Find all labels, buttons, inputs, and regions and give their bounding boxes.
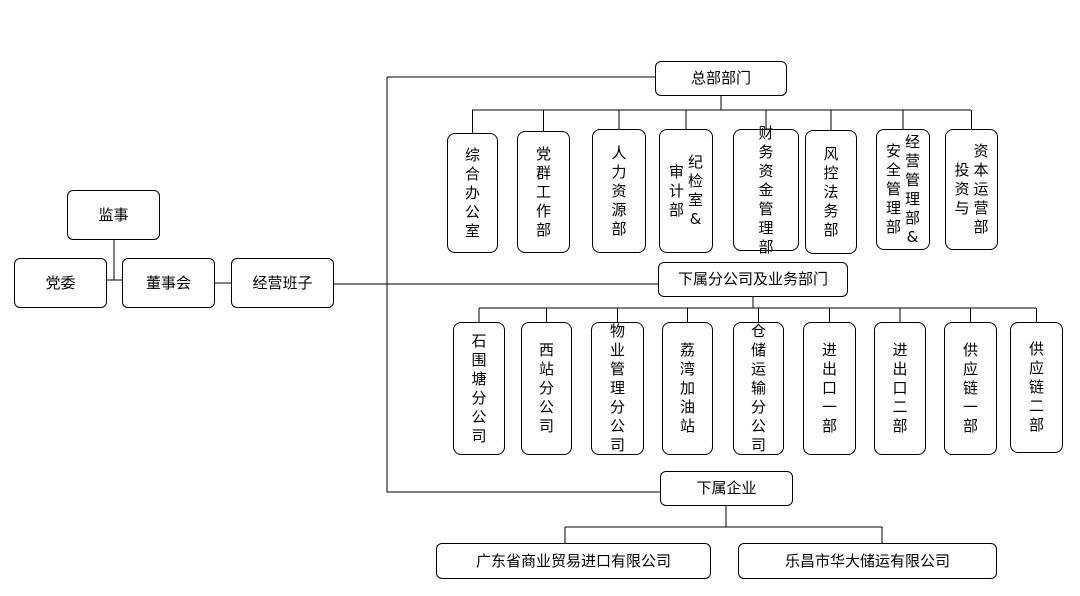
board-label: 董事会 — [145, 273, 191, 292]
dept-label: 经营管理部& — [905, 132, 921, 246]
enterprise-box: 乐昌市华大储运有限公司 — [738, 543, 997, 579]
enterprises-header: 下属企业 — [660, 471, 793, 506]
dept-label: 西站分公司 — [538, 341, 554, 435]
dept-label: 财务资金管理部 — [758, 123, 774, 256]
management-team-box: 经营班子 — [231, 258, 334, 308]
dept-label: 人力资源部 — [611, 143, 627, 238]
dept-box: 财务资金管理部 — [733, 124, 799, 256]
dept-box: 纪检室&审计部 — [659, 129, 713, 253]
board-box: 董事会 — [122, 258, 215, 308]
headquarters-header: 总部部门 — [655, 61, 787, 96]
party-committee-box: 党委 — [14, 258, 107, 308]
dept-box: 仓储运输分公司 — [733, 322, 784, 455]
party-committee-label: 党委 — [45, 273, 76, 292]
dept-label: 党群工作部 — [535, 144, 551, 239]
headquarters-title: 总部部门 — [690, 69, 751, 87]
management-team-label: 经营班子 — [252, 273, 313, 292]
branches-title: 下属分公司及业务部门 — [677, 270, 828, 288]
dept-label: 投资与 — [954, 161, 970, 217]
dept-box: 荔湾加油站 — [662, 322, 713, 455]
dept-label: 石围塘分公司 — [471, 331, 487, 445]
dept-label: 安全管理部 — [885, 142, 901, 236]
dept-box: 西站分公司 — [521, 322, 572, 455]
dept-label: 供应链一部 — [962, 341, 978, 435]
dept-label: 物业管理分公司 — [609, 322, 625, 454]
dept-box: 人力资源部 — [592, 129, 646, 253]
dept-box: 综合办公室 — [447, 133, 498, 253]
dept-box: 党群工作部 — [517, 131, 570, 253]
dept-box: 风控法务部 — [805, 130, 857, 254]
dept-box: 进出口二部 — [874, 322, 926, 455]
dept-label: 供应链二部 — [1028, 340, 1044, 434]
dept-box: 供应链二部 — [1010, 322, 1063, 453]
dept-label: 综合办公室 — [464, 145, 480, 240]
enterprise-label: 广东省商业贸易进口有限公司 — [475, 551, 671, 570]
enterprise-box: 广东省商业贸易进口有限公司 — [436, 543, 711, 579]
supervisor-box: 监事 — [67, 190, 160, 240]
dept-box: 石围塘分公司 — [453, 322, 505, 455]
dept-box: 进出口一部 — [803, 322, 856, 455]
dept-label: 审计部 — [668, 162, 684, 219]
supervisor-label: 监事 — [98, 205, 129, 224]
dept-box: 资本运营部投资与 — [945, 129, 998, 250]
dept-label: 资本运营部 — [973, 142, 989, 236]
enterprises-title: 下属企业 — [696, 479, 757, 497]
dept-box: 经营管理部&安全管理部 — [876, 129, 930, 250]
dept-label: 风控法务部 — [823, 144, 839, 239]
branches-header: 下属分公司及业务部门 — [658, 262, 848, 297]
dept-box: 供应链一部 — [944, 322, 997, 455]
dept-label: 纪检室& — [688, 153, 704, 228]
dept-label: 荔湾加油站 — [679, 341, 695, 435]
dept-label: 仓储运输分公司 — [750, 322, 766, 454]
dept-label: 进出口二部 — [892, 341, 908, 435]
dept-box: 物业管理分公司 — [591, 322, 644, 455]
enterprise-label: 乐昌市华大储运有限公司 — [784, 551, 950, 570]
dept-label: 进出口一部 — [821, 341, 837, 435]
